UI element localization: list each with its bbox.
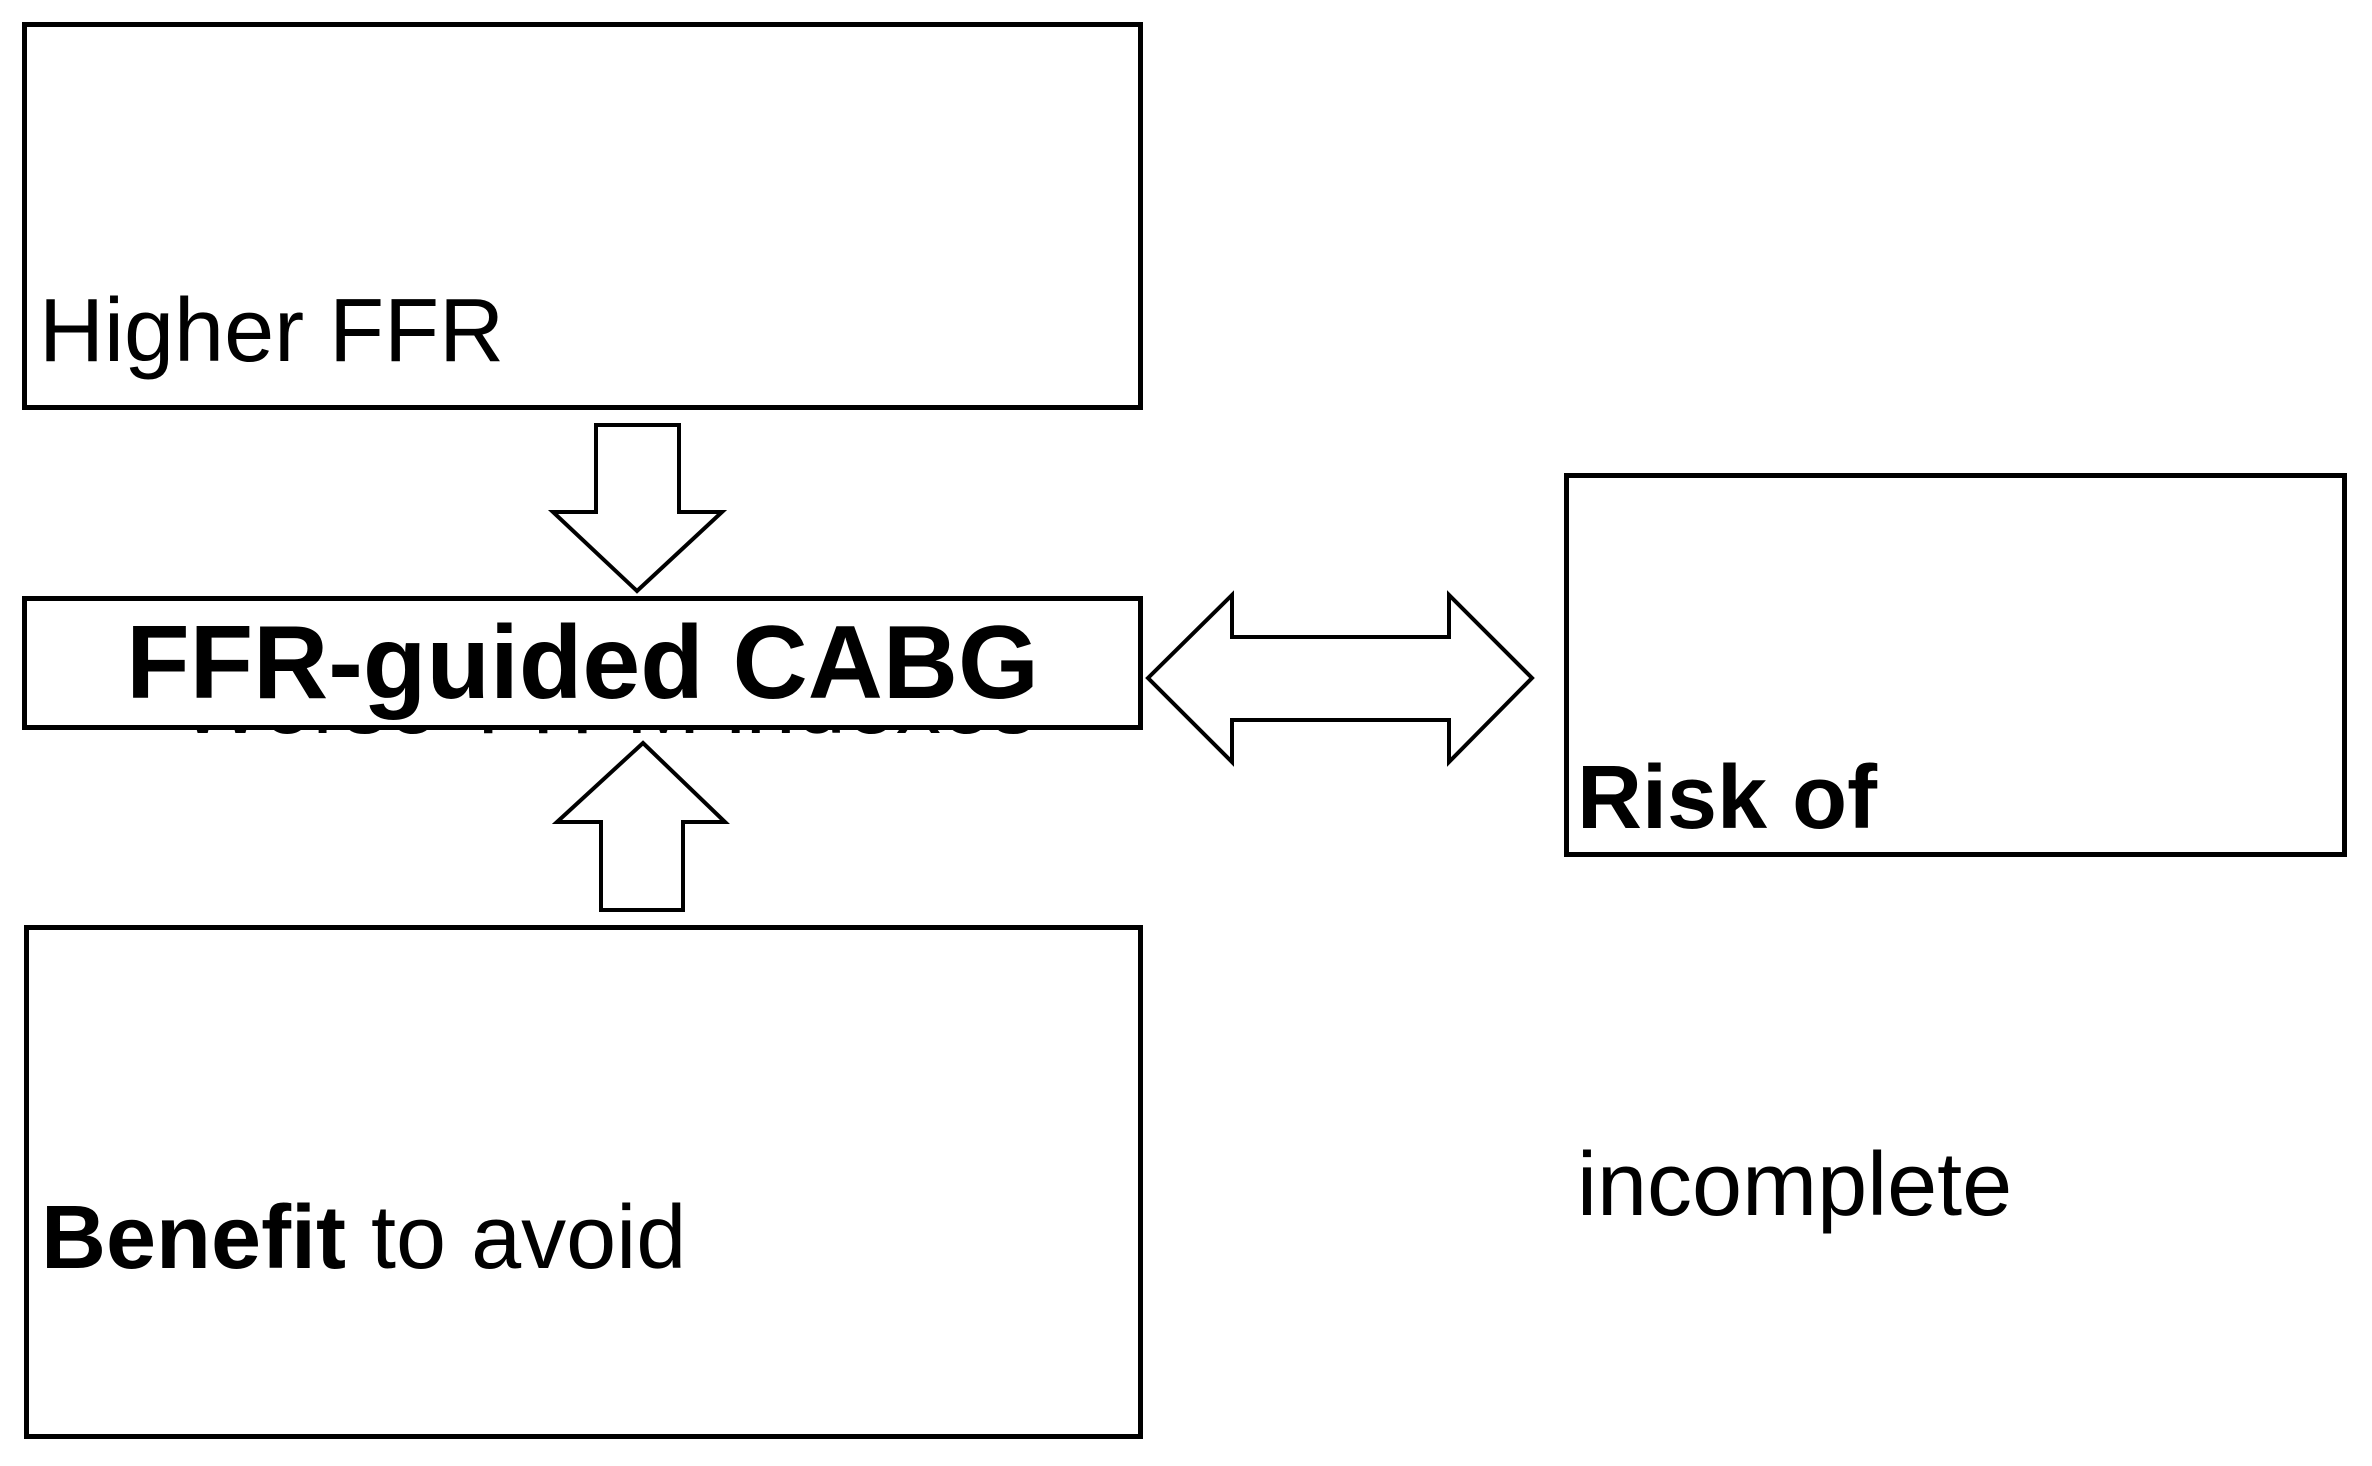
text-line: Higher FFR — [39, 281, 505, 381]
box-risk-incomplete-revascularization: Risk of incomplete revascularization — [1564, 473, 2347, 1235]
text-line: incomplete — [1577, 1135, 2013, 1235]
box-benefit-avoid-progression: Benefit to avoid disease progression by … — [24, 925, 1143, 1439]
text-line: Risk of — [1577, 748, 1878, 848]
center-box-label: FFR-guided CABG — [126, 604, 1039, 721]
box-ffr-guided-cabg: FFR-guided CABG — [22, 596, 1143, 730]
up-block-arrow-icon — [551, 740, 730, 912]
text-line: Benefit to avoid — [41, 1176, 1128, 1301]
down-block-arrow-icon — [547, 423, 728, 594]
text-line-rest: to avoid — [346, 1188, 687, 1288]
benefit-text: Benefit to avoid disease progression by … — [41, 926, 1128, 1466]
text-line-bold-part: Benefit — [41, 1188, 347, 1288]
risk-text: Risk of incomplete revascularization — [1577, 476, 2334, 1466]
double-horizontal-arrow-icon — [1145, 590, 1535, 767]
